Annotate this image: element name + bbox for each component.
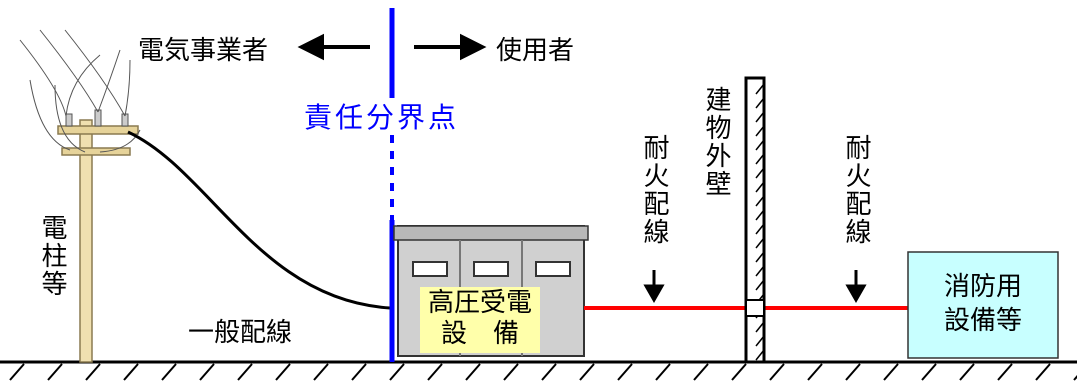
fire-equipment-label: 消防用設備等	[908, 270, 1058, 338]
fire-equipment-label-text: 消防用設備等	[943, 272, 1022, 336]
utility-label: 電気事業者	[138, 36, 269, 66]
user-label: 使用者	[496, 36, 575, 66]
substation-cabinet	[393, 225, 589, 357]
fire-equipment-box	[907, 251, 1059, 359]
substation-label: 高圧受電設 備	[420, 288, 540, 350]
building-wall-label: 建物外壁	[701, 86, 731, 198]
general-wiring-cable	[127, 130, 391, 310]
substation-label-text: 高圧受電設 備	[427, 288, 532, 349]
utility-pole	[57, 109, 139, 363]
fire-wiring-arrows	[643, 270, 867, 304]
direction-arrows	[297, 33, 487, 61]
general-wiring-label: 一般配線	[188, 318, 293, 348]
pole-label: 電柱等	[37, 214, 67, 298]
fire-wiring-label-2: 耐火配線	[841, 134, 871, 246]
boundary-label: 責任分界点	[304, 101, 460, 134]
building-wall	[744, 76, 766, 364]
overhead-wires	[19, 29, 141, 153]
ground	[0, 360, 1077, 381]
fire-wiring-label-1: 耐火配線	[639, 134, 669, 246]
